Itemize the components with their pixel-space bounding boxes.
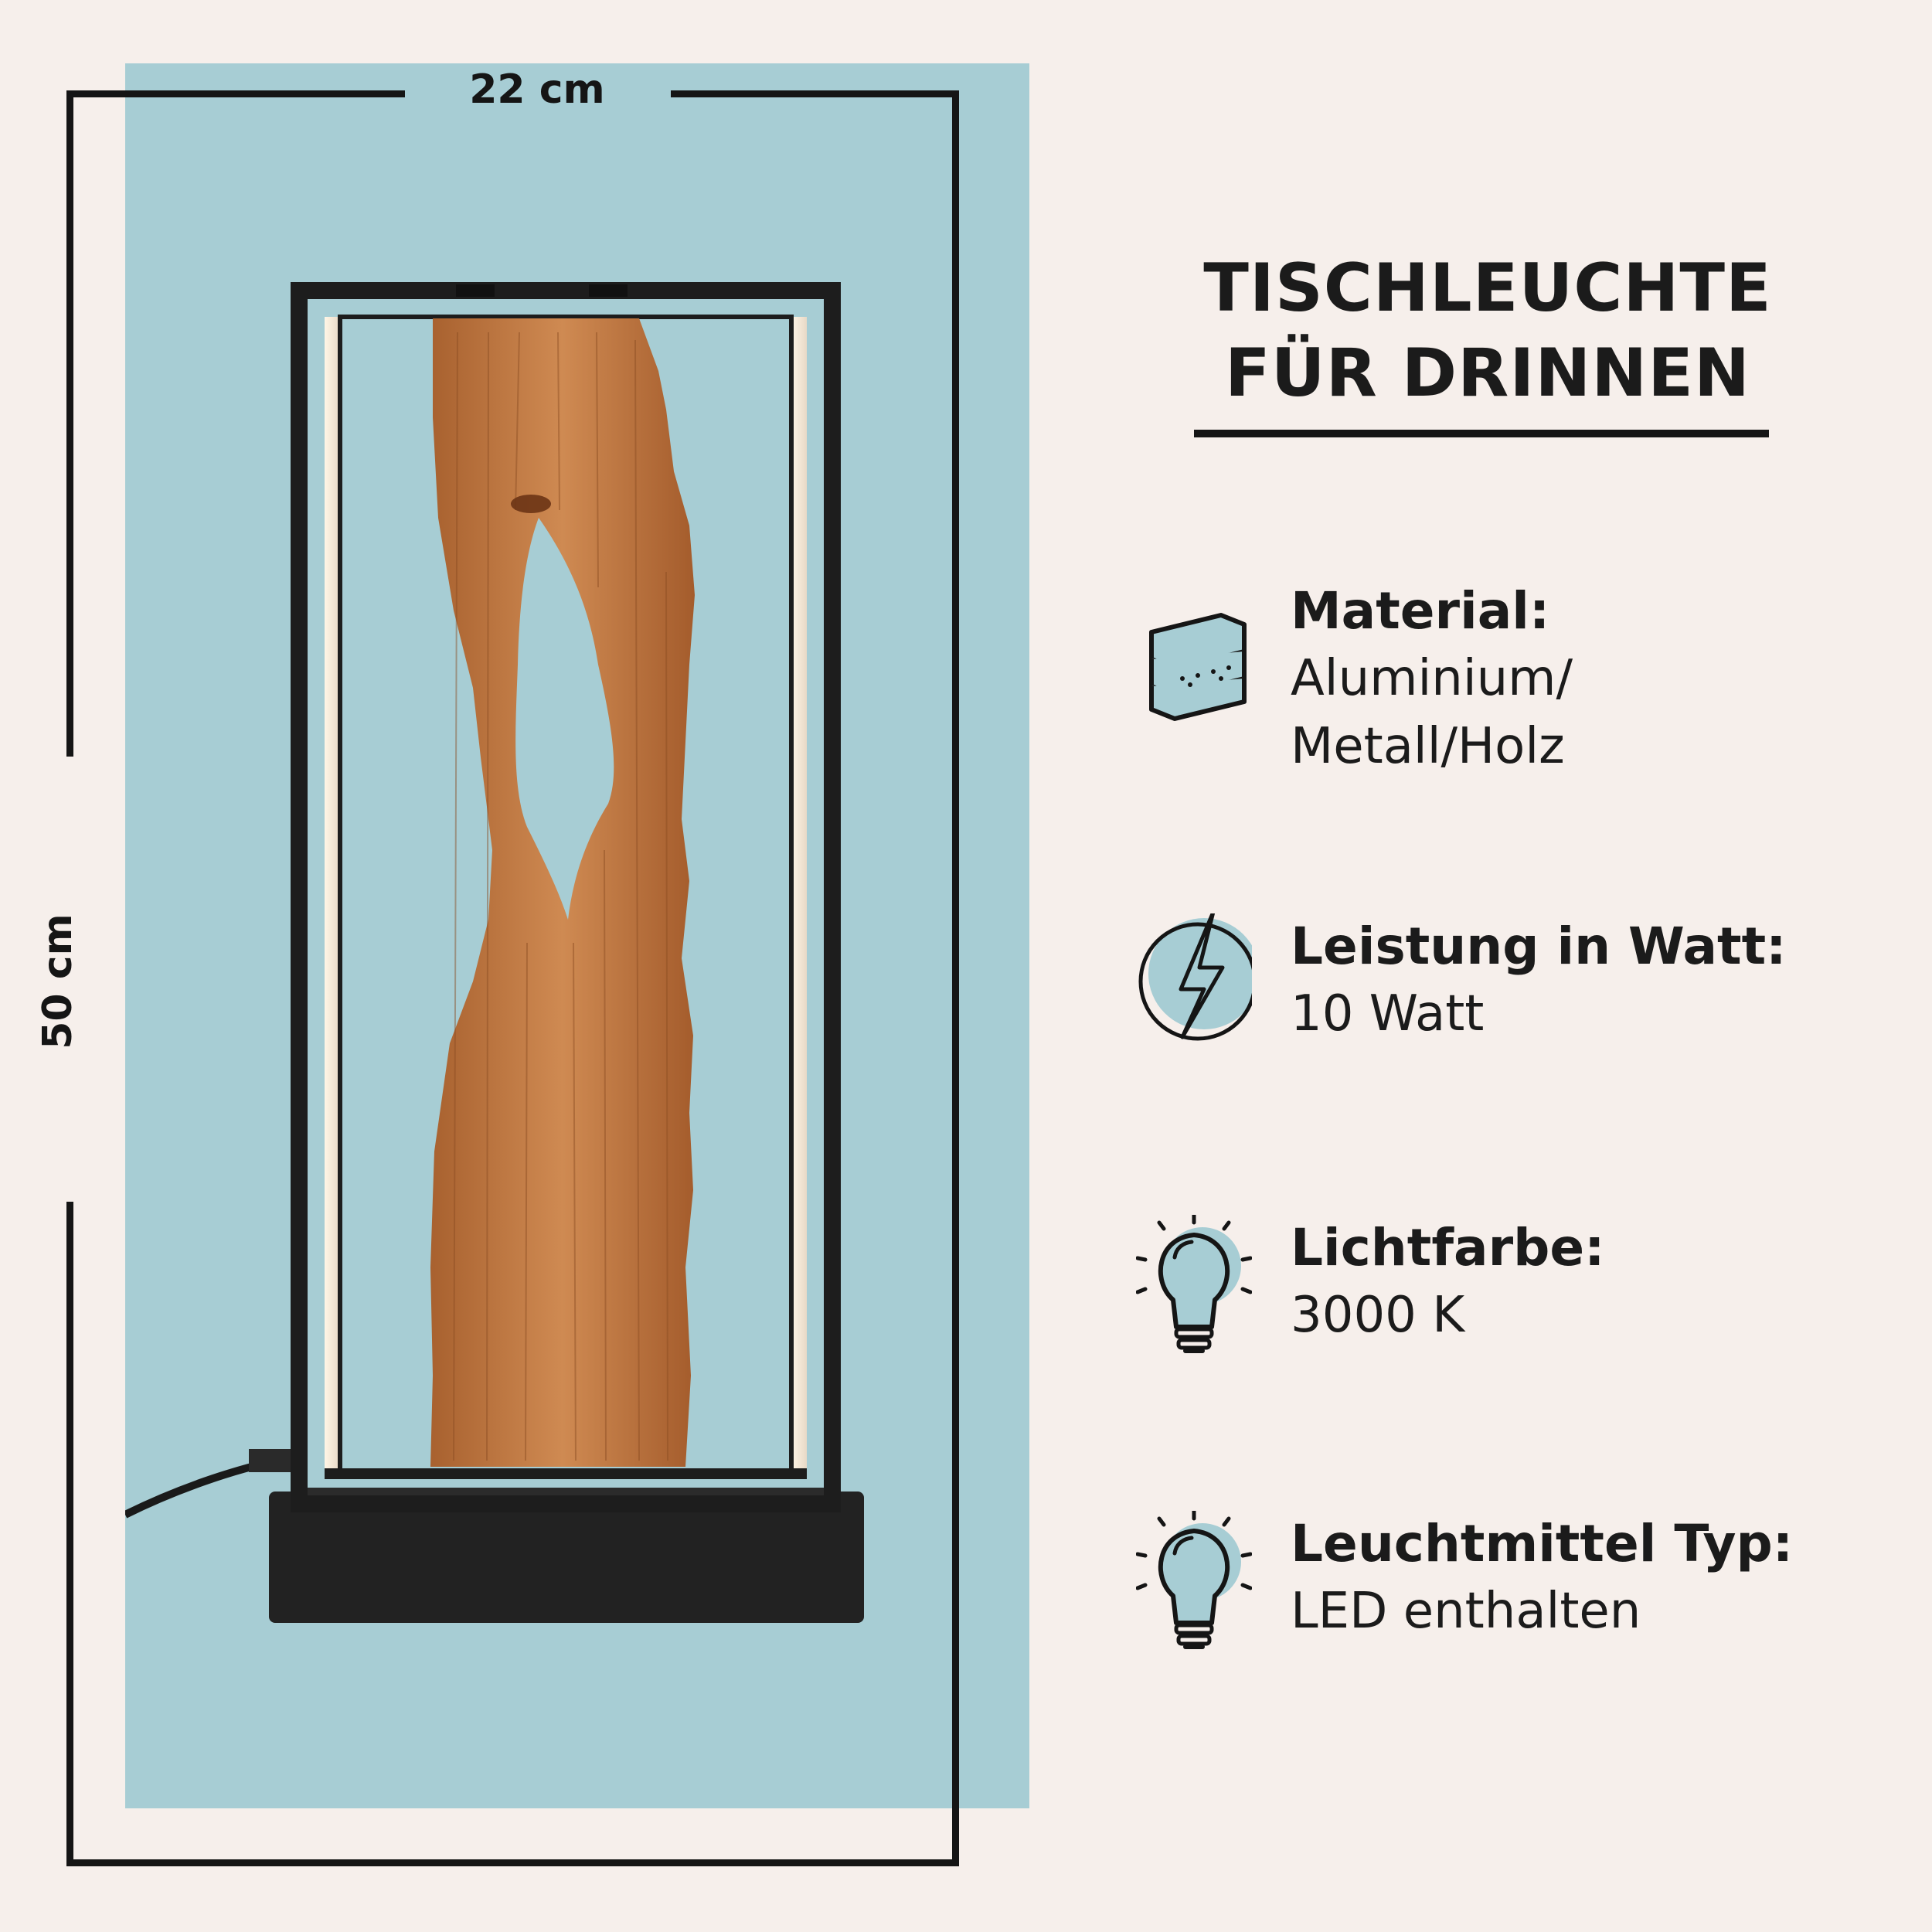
light-bulb-icon xyxy=(1136,1511,1252,1649)
height-dimension-line-bottom xyxy=(66,1202,73,1866)
table-lamp-image xyxy=(125,282,864,1623)
spec-bulb-type-label: Leuchtmittel Typ: xyxy=(1291,1514,1794,1573)
dimension-baseline xyxy=(66,1859,959,1866)
title-line-1: TISCHLEUCHTE xyxy=(1203,250,1772,327)
height-dimension-line-top xyxy=(66,90,73,757)
title-line-2: FÜR DRINNEN xyxy=(1224,335,1751,412)
spec-light-color-value: 3000 K xyxy=(1291,1287,1465,1344)
page-title: TISCHLEUCHTE FÜR DRINNEN xyxy=(1159,246,1816,416)
spec-bulb-type-value: LED enthalten xyxy=(1291,1583,1641,1640)
spec-material-value: Aluminium/ Metall/Holz xyxy=(1291,650,1573,775)
dimension-corner-right xyxy=(952,90,959,1866)
light-bulb-icon xyxy=(1136,1215,1252,1353)
spec-material-label: Material: xyxy=(1291,581,1550,641)
lightning-bolt-icon xyxy=(1138,913,1252,1041)
material-layers-icon xyxy=(1149,613,1247,721)
spec-power-label: Leistung in Watt: xyxy=(1291,917,1787,976)
width-dimension-line-left xyxy=(66,90,405,97)
spec-light-color-label: Lichtfarbe: xyxy=(1291,1218,1605,1277)
width-label: 22 cm xyxy=(469,66,605,113)
height-label: 50 cm xyxy=(35,913,81,1049)
title-divider xyxy=(1194,430,1769,437)
width-dimension-line-right xyxy=(671,90,959,97)
spec-power-value: 10 Watt xyxy=(1291,985,1485,1043)
